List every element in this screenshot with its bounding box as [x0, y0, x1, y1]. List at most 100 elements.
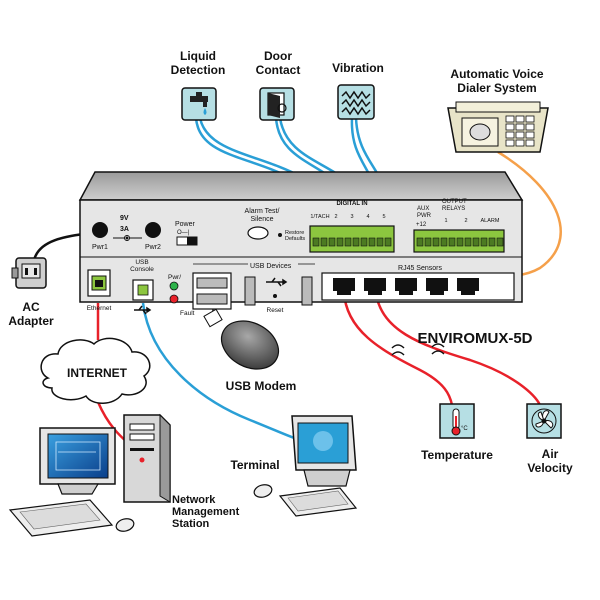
relay-pin[interactable] [424, 237, 432, 247]
restore-defaults-button[interactable] [278, 233, 282, 237]
internet-label: INTERNET [67, 366, 128, 380]
reset-button[interactable] [273, 294, 277, 298]
alarm-test-label: Alarm Test/Silence [245, 208, 280, 223]
temp-unit: °C [461, 426, 468, 432]
power-symbol: O—| [177, 230, 190, 236]
relay-pin[interactable] [448, 237, 456, 247]
digital-in-pin[interactable] [320, 237, 328, 247]
waveform-icon [341, 90, 371, 116]
digital-in-label: DIGITAL IN [336, 201, 367, 207]
digital-in-pin[interactable] [360, 237, 368, 247]
relay-pin[interactable] [456, 237, 464, 247]
usb-device-port-1[interactable] [196, 277, 228, 289]
temperature-label: Temperature [421, 448, 493, 462]
nms-keyboard [8, 499, 114, 537]
relay-num: 1 [444, 218, 447, 224]
digital-in-pin[interactable] [368, 237, 376, 247]
relay-pin[interactable] [416, 237, 424, 247]
vibration-sensor: Vibration [332, 61, 384, 120]
nms-mouse [115, 518, 135, 532]
rj45-port-2[interactable] [364, 278, 386, 295]
pwr-led-label: Pwr/ [168, 274, 181, 281]
vibration-label: Vibration [332, 61, 384, 75]
rj45-sensors-label: RJ45 Sensors [398, 265, 442, 272]
rj45-ports [333, 278, 479, 295]
usb-device-port-4[interactable] [301, 276, 313, 306]
product-name: ENVIROMUX-5D [417, 330, 532, 347]
terminal-label: Terminal [230, 458, 279, 472]
volt-label: 9V [120, 215, 129, 222]
relay-num: ALARM [481, 218, 500, 224]
digital-in-pins [312, 237, 392, 247]
usb-modem: USB Modem [203, 308, 297, 393]
digital-in-pin[interactable] [328, 237, 336, 247]
digital-in-pin[interactable] [376, 237, 384, 247]
rj45-port-3[interactable] [395, 278, 417, 295]
terminal: Terminal [230, 415, 358, 517]
digital-in-pin[interactable] [384, 237, 392, 247]
usb-device-port-2[interactable] [196, 293, 228, 305]
digital-in-pin[interactable] [312, 237, 320, 247]
power-label: Power [175, 221, 196, 228]
rj45-port-4[interactable] [426, 278, 448, 295]
power-switch[interactable] [176, 236, 198, 246]
polarity-symbol [113, 235, 142, 241]
relay-pin[interactable] [432, 237, 440, 247]
temperature-wire [342, 291, 454, 406]
air-velocity-wire [374, 291, 542, 406]
fault-label: Fault [180, 310, 195, 317]
usb-modem-label: USB Modem [226, 379, 297, 393]
pwr1-jack [92, 222, 108, 238]
alarm-test-button[interactable] [247, 226, 269, 240]
digital-in-num: 1/TACH [310, 214, 329, 220]
relay-pin[interactable] [480, 237, 488, 247]
terminal-mouse [253, 484, 273, 498]
digital-in-nums: 1/TACH 2 3 4 5 [310, 214, 385, 220]
relay-nums: 1 2 ALARM [444, 218, 499, 224]
faucet-icon [190, 92, 208, 115]
digital-in-pin[interactable] [352, 237, 360, 247]
reset-label: Reset [267, 307, 284, 314]
digital-in-num: 3 [350, 214, 353, 220]
door-icon [267, 92, 287, 118]
digital-in-num: 2 [334, 214, 337, 220]
relay-pin[interactable] [488, 237, 496, 247]
usb-devices-usb-icon [266, 277, 288, 287]
keypad-icon [505, 115, 535, 147]
temperature-sensor: °C Temperature [421, 403, 493, 462]
relay-pin[interactable] [464, 237, 472, 247]
relay-num: 2 [464, 218, 467, 224]
digital-in-num: 4 [366, 214, 369, 220]
thermometer-icon: °C [451, 408, 468, 436]
digital-in-pin[interactable] [336, 237, 344, 247]
digital-in-num: 5 [382, 214, 385, 220]
amp-label: 3A [120, 226, 129, 233]
usb-console-usb-icon [134, 305, 152, 315]
relay-pin[interactable] [440, 237, 448, 247]
pwr-led [169, 281, 179, 291]
internet-cloud: INTERNET [40, 337, 151, 404]
relay-pin[interactable] [496, 237, 504, 247]
wire-jump-marks [391, 343, 445, 356]
relay-pin[interactable] [472, 237, 480, 247]
rj45-port-1[interactable] [333, 278, 355, 295]
usb-devices-label: USB Devices [250, 263, 292, 270]
digital-in-pin[interactable] [344, 237, 352, 247]
rj45-port-5[interactable] [457, 278, 479, 295]
usb-device-port-3[interactable] [244, 276, 256, 306]
